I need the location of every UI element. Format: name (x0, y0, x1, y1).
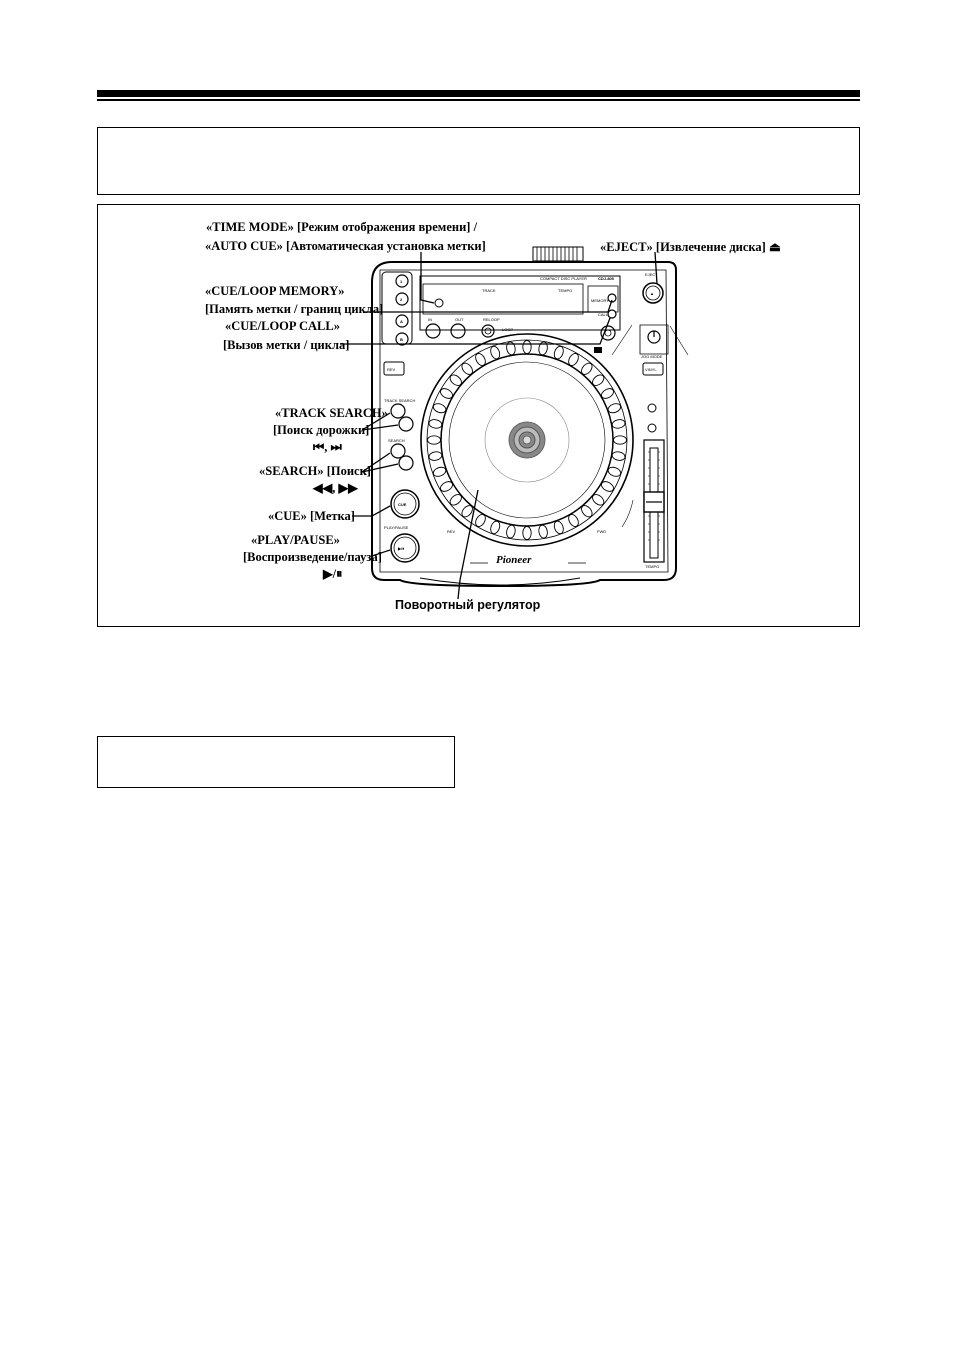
callout-labels: «TIME MODE» [Режим отображения времени] … (205, 220, 781, 612)
jog-mode-caption: JOG MODE (641, 354, 663, 359)
label-cue-loop-memory-ru: [Память метки / границ цикла] (205, 302, 383, 316)
track-search-caption: TRACK SEARCH (384, 398, 415, 403)
model-caption: COMPACT DISC PLAYER (540, 276, 587, 281)
subheading-box (97, 736, 455, 788)
cue-button[interactable]: CUE (398, 502, 407, 507)
play-pause-caption: PLAY/PAUSE (384, 525, 409, 530)
label-time-mode: «TIME MODE» [Режим отображения времени] … (206, 220, 478, 234)
cdj-device: 1 2 A B REV TRACK SEARCH SEARCH CUE PLAY… (371, 246, 689, 588)
play-pause-button[interactable]: ▶/⏸ (397, 546, 404, 551)
brand-logo: Pioneer (496, 554, 532, 566)
label-track-search-ru: [Поиск дорожки] (273, 423, 369, 437)
vinyl-button[interactable]: VINYL (645, 367, 657, 372)
model-name: CDJ-800 (598, 276, 615, 281)
label-track-search-symbols: ⏮, ⏭ (313, 440, 343, 454)
label-search-symbols: ◀◀, ▶▶ (312, 481, 359, 495)
eject-caption: EJECT (645, 272, 658, 277)
leader-lines (340, 251, 658, 600)
rev-button[interactable]: REV (387, 367, 396, 372)
label-cue-loop-call: «CUE/LOOP CALL» (225, 319, 340, 333)
heading-box (97, 127, 860, 195)
label-play-pause-ru: [Воспроизведение/пауза] (243, 550, 382, 564)
search-caption: SEARCH (388, 438, 405, 443)
header-rule-thick (97, 90, 860, 97)
label-cue-loop-memory: «CUE/LOOP MEMORY» (205, 284, 345, 298)
jog-wheel-outer[interactable] (420, 333, 634, 547)
rev-direction-label: REV (447, 529, 456, 534)
memory-caption: MEMORY (591, 298, 609, 303)
fwd-direction-label: FWD (597, 529, 606, 534)
label-auto-cue: «AUTO CUE» [Автоматическая установка мет… (205, 239, 486, 253)
loop-out-label: OUT (455, 317, 464, 322)
label-search: «SEARCH» [Поиск] (259, 464, 371, 478)
hot-cue-b[interactable]: B (400, 337, 403, 342)
hot-cue-a[interactable]: A (400, 319, 403, 324)
header-rule-thin (97, 99, 860, 101)
label-eject: «EJECT» [Извлечение диска] ⏏ (600, 240, 781, 254)
display-track: TRACK (482, 288, 496, 293)
eject-button-glyph[interactable]: ▲ (650, 291, 654, 296)
figure-frame (97, 204, 860, 627)
display-tempo: TEMPO (558, 288, 572, 293)
loop-label: LOOP (502, 327, 513, 332)
label-track-search: «TRACK SEARCH» (275, 406, 388, 420)
reloop-label: RELOOP (483, 317, 500, 322)
label-play-pause: «PLAY/PAUSE» (251, 533, 340, 547)
hot-cue-2[interactable]: 2 (400, 297, 403, 302)
label-jog-dial: Поворотный регулятор (395, 598, 541, 612)
hot-cue-1[interactable]: 1 (400, 279, 403, 284)
label-cue: «CUE» [Метка] (268, 509, 355, 523)
label-play-pause-symbols: ▶/⏸ (322, 567, 342, 581)
label-cue-loop-call-ru: [Вызов метки / цикла] (223, 338, 349, 352)
loop-in-label: IN (428, 317, 432, 322)
tempo-caption: TEMPO (645, 564, 659, 569)
call-caption: CALL (598, 312, 609, 317)
